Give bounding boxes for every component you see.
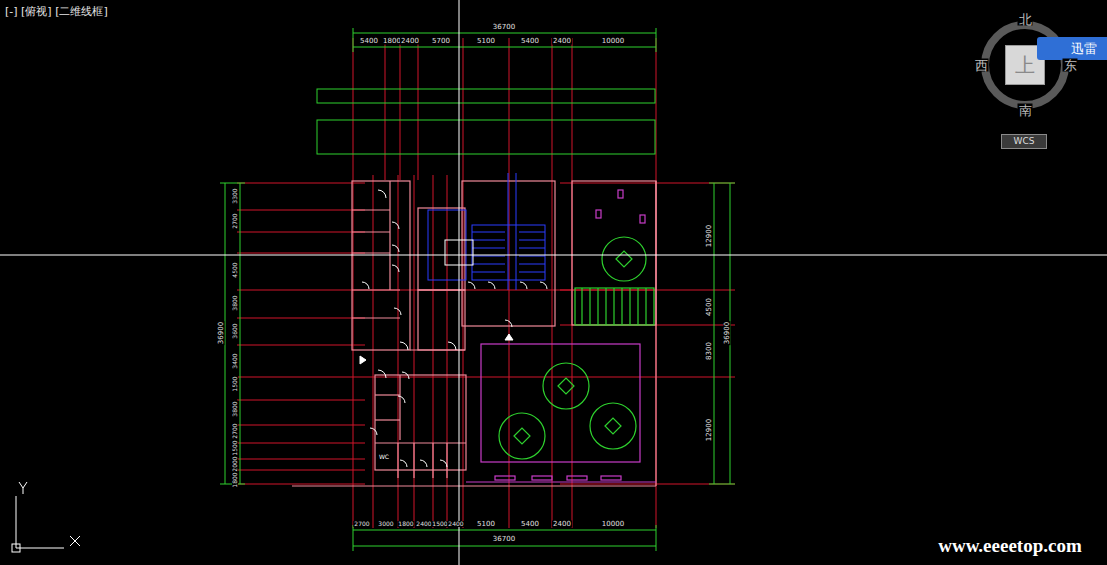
- stair-symbol: [428, 173, 545, 290]
- dimension: 12900: [706, 418, 713, 442]
- dimension: 4500: [232, 261, 238, 278]
- dimension: 3800: [232, 294, 238, 311]
- watermark: www.eeeetop.com: [937, 536, 1083, 555]
- dimension: 1500: [232, 439, 238, 456]
- tree-symbols: [499, 237, 654, 459]
- dimension: 3000: [377, 521, 394, 527]
- dimension: 1500: [232, 375, 238, 392]
- dimension: 10000: [601, 38, 625, 45]
- dimension: 2400: [552, 521, 572, 528]
- dimension: 1800: [382, 38, 402, 45]
- dimension: 2000: [232, 455, 238, 472]
- dimension: 8300: [706, 341, 713, 361]
- dimension-total: 36900: [724, 321, 731, 345]
- dimension: 2400: [415, 521, 432, 527]
- walls: [292, 181, 656, 486]
- dimension: 3400: [232, 352, 238, 369]
- ucs-icon: [12, 482, 80, 552]
- door-symbols: [360, 190, 547, 467]
- viewport-label: [-] [俯视] [二维线框]: [4, 6, 109, 17]
- dimension: 5400: [520, 521, 540, 528]
- dimension: 5100: [476, 521, 496, 528]
- node-text: 上: [1015, 55, 1035, 75]
- dimension: 3800: [232, 400, 238, 417]
- compass-label: 东: [1063, 59, 1078, 72]
- dimension: 2400: [552, 38, 572, 45]
- dimension: 5400: [359, 38, 379, 45]
- dimension: 5400: [520, 38, 540, 45]
- room-label: WC: [378, 454, 390, 460]
- dimension: 4500: [706, 297, 713, 317]
- dimension: 12900: [706, 224, 713, 248]
- node-text: WCS: [1014, 137, 1035, 146]
- axis-grid: [237, 38, 735, 528]
- compass-label: 西: [974, 59, 989, 72]
- node-text: 迅雷: [1071, 42, 1097, 55]
- dimension-lines: [220, 28, 735, 551]
- dimension-total: 36700: [492, 24, 516, 31]
- dimension-total: 36900: [218, 321, 225, 345]
- dimension: 2700: [353, 521, 370, 527]
- dimension: 1800: [232, 471, 238, 488]
- wcs-button: WCS: [1001, 134, 1047, 149]
- dimension: 5100: [476, 38, 496, 45]
- compass-label: 南: [1018, 104, 1033, 117]
- dimension: 3300: [232, 187, 238, 204]
- dimension: 1500: [431, 521, 448, 527]
- compass-label: 北: [1018, 13, 1033, 26]
- thunder-badge: 迅雷: [1037, 37, 1107, 60]
- dimension: 2400: [447, 521, 464, 527]
- dimension: 3600: [232, 322, 238, 339]
- dimension-total: 36700: [492, 536, 516, 543]
- courtyard: [466, 190, 656, 482]
- dimension: 2400: [400, 38, 420, 45]
- dimension: 5700: [431, 38, 451, 45]
- dimension: 2700: [232, 212, 238, 229]
- dimension: 1800: [397, 521, 414, 527]
- dimension: 2700: [232, 422, 238, 439]
- dimension: 10000: [601, 521, 625, 528]
